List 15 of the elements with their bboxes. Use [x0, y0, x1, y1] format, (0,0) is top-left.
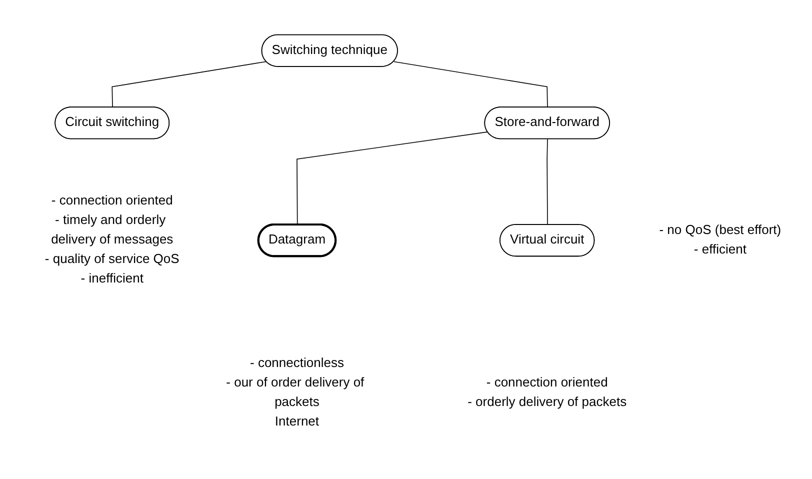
node-label: - connection oriented	[486, 376, 608, 390]
node-label: - our of order delivery of packets	[226, 376, 364, 410]
node-label: - inefficient	[80, 272, 144, 286]
node-label: - timely and orderly delivery of messages	[51, 214, 174, 247]
node-label: - no QoS (best effort)	[659, 223, 782, 238]
node-label: - connectionless	[250, 356, 344, 370]
node-label: - connection oriented	[51, 194, 173, 208]
connector	[393, 61, 548, 108]
connector	[112, 61, 267, 108]
node-label: - quality of service QoS	[44, 252, 180, 266]
node-label: - efficient	[694, 242, 746, 257]
node-label: Internet	[274, 415, 320, 429]
connector	[296, 132, 488, 226]
connector	[546, 138, 548, 226]
node-label: - orderly delivery of packets	[468, 396, 627, 410]
